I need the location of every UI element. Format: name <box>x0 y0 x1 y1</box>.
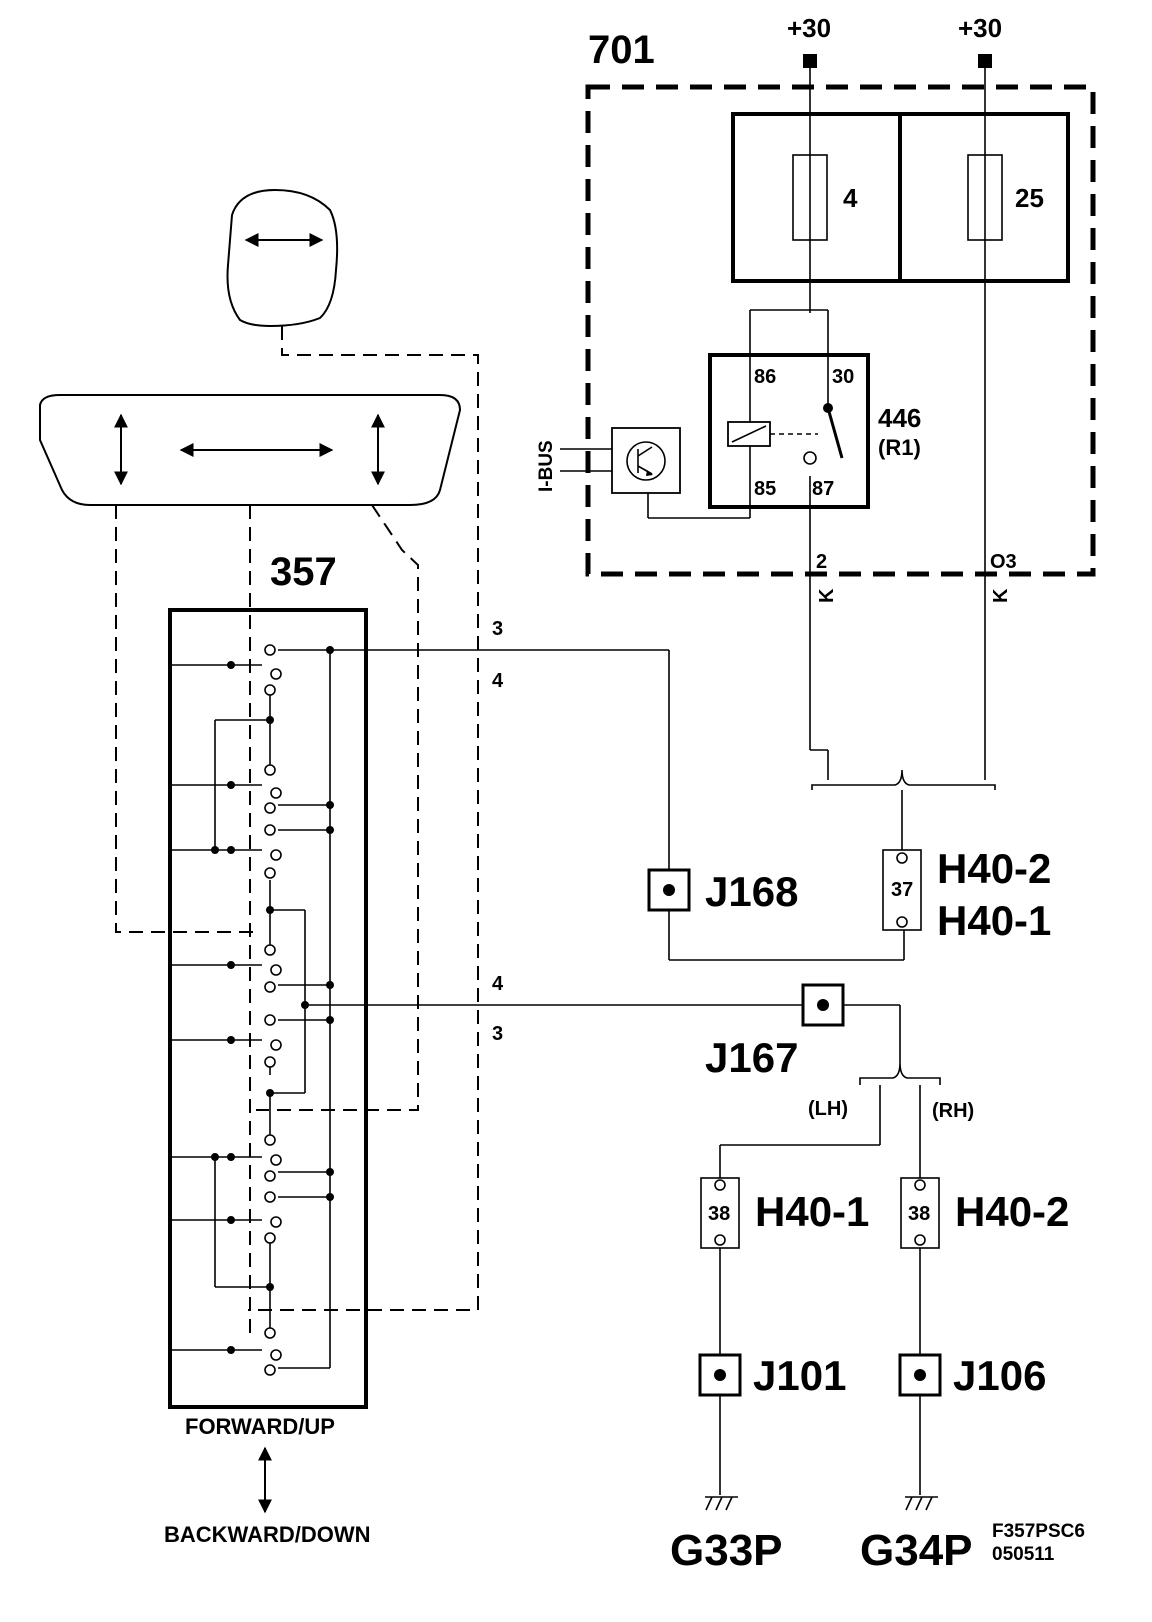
fuse-25 <box>967 154 1003 241</box>
relay-446 <box>708 353 870 509</box>
relay-feed-wires <box>749 240 829 355</box>
rh-label: (RH) <box>932 1100 974 1122</box>
connector-h40-37 <box>882 849 922 931</box>
switch-contact-terminals <box>264 644 282 1376</box>
relay-pin-87: 87 <box>812 478 834 500</box>
fuse-4-label: 4 <box>843 183 858 213</box>
j106-label: J106 <box>953 1352 1046 1399</box>
h40-1-bottom-label: H40-1 <box>755 1188 869 1235</box>
relay-pin-86: 86 <box>754 366 776 388</box>
pin-38-right-label: 38 <box>908 1203 930 1225</box>
connector-j168 <box>647 868 691 912</box>
pin-38-left-label: 38 <box>708 1203 730 1225</box>
mechanical-links <box>115 326 479 1340</box>
pin-4-mid: 4 <box>492 973 504 995</box>
headrest-shape <box>226 188 339 328</box>
g34p-label: G34P <box>860 1526 973 1575</box>
backward-down-label: BACKWARD/DOWN <box>164 1522 371 1547</box>
pin-3-top: 3 <box>492 618 503 640</box>
seat-switch-357 <box>168 608 368 1409</box>
relay-coil-icon <box>727 355 818 505</box>
transistor-icon <box>560 427 751 519</box>
wires <box>305 240 996 1495</box>
forward-up-label: FORWARD/UP <box>185 1414 335 1439</box>
relay-contact-icon <box>803 355 844 465</box>
wire-o3-number: O3 <box>990 551 1017 573</box>
ground-g34p-icon <box>905 1496 938 1511</box>
supply-left-label: +30 <box>787 13 831 43</box>
switch-357-label: 357 <box>270 550 337 594</box>
supply-right-terminal <box>978 54 992 68</box>
wire-o3-k: K <box>990 588 1012 603</box>
wire-2-k: K <box>816 588 838 603</box>
h40-1-top-label: H40-1 <box>937 897 1051 944</box>
j168-label: J168 <box>705 868 798 915</box>
pin-4-top: 4 <box>492 670 504 692</box>
switch-contacts <box>170 649 331 1369</box>
relay-pin-85: 85 <box>754 478 776 500</box>
j167-label: J167 <box>705 1034 798 1081</box>
g33p-label: G33P <box>670 1526 783 1575</box>
relay-pin-30: 30 <box>832 366 854 388</box>
unit-701-boundary <box>585 84 1096 577</box>
fuse-box <box>731 112 1070 283</box>
j101-label: J101 <box>753 1352 846 1399</box>
lh-label: (LH) <box>808 1098 848 1120</box>
unit-701-label: 701 <box>588 28 655 72</box>
fuse-4 <box>792 154 828 241</box>
connector-j167 <box>801 983 845 1027</box>
seat-cushion-shape <box>39 394 462 506</box>
ref-date: 050511 <box>992 1544 1055 1565</box>
ibus-label: I-BUS <box>536 440 557 492</box>
connector-h40-1-38 <box>700 1177 740 1249</box>
connector-j106 <box>898 1353 942 1397</box>
pin-3-mid: 3 <box>492 1023 503 1045</box>
ground-g33p-icon <box>705 1496 738 1511</box>
connector-j101 <box>698 1353 742 1397</box>
pin-37-label: 37 <box>891 879 913 901</box>
connector-h40-2-38 <box>900 1177 940 1249</box>
fuse-25-label: 25 <box>1015 183 1044 213</box>
switch-contact-dots <box>211 646 334 1354</box>
supply-left-terminal <box>803 54 817 68</box>
h40-2-top-label: H40-2 <box>937 845 1051 892</box>
relay-sub-label: (R1) <box>878 435 921 460</box>
h40-2-bottom-label: H40-2 <box>955 1188 1069 1235</box>
supply-right-label: +30 <box>958 13 1002 43</box>
ref-code: F357PSC6 <box>992 1521 1085 1542</box>
wire-2-number: 2 <box>816 551 827 573</box>
relay-id-label: 446 <box>878 403 921 433</box>
